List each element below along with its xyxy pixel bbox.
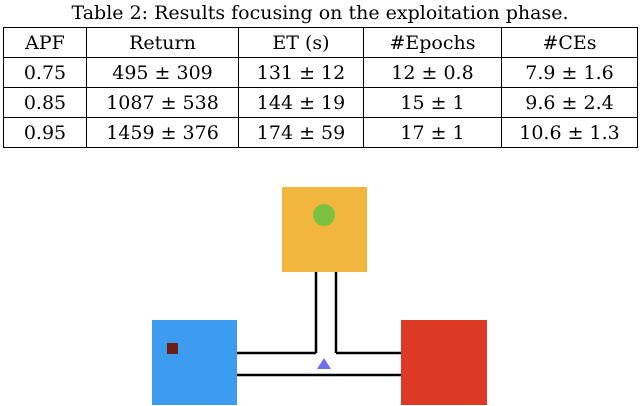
table-header-row: APF Return ET (s) #Epochs #CEs [3,27,638,58]
cell-et: 131 ± 12 [238,57,364,88]
cell-et: 144 ± 19 [238,87,364,118]
right-room [401,320,487,405]
cell-ces: 7.9 ± 1.6 [501,57,638,88]
cell-ces: 10.6 ± 1.3 [501,117,638,148]
cell-epochs: 12 ± 0.8 [363,57,502,88]
table-row: 0.85 1087 ± 538 144 ± 19 15 ± 1 9.6 ± 2.… [3,87,638,118]
table-caption: Table 2: Results focusing on the exploit… [71,2,569,24]
top-room [282,187,367,272]
cell-apf: 0.85 [3,87,87,118]
cell-et: 174 ± 59 [238,117,364,148]
cell-ces: 9.6 ± 2.4 [501,87,638,118]
key-square-icon [167,343,178,354]
left-room [152,320,237,405]
header-et: ET (s) [238,27,364,58]
cell-epochs: 15 ± 1 [363,87,502,118]
cell-epochs: 17 ± 1 [363,117,502,148]
corridors [237,271,401,377]
table-row: 0.75 495 ± 309 131 ± 12 12 ± 0.8 7.9 ± 1… [3,57,638,88]
header-apf: APF [3,27,87,58]
cell-apf: 0.95 [3,117,87,148]
results-table: APF Return ET (s) #Epochs #CEs 0.75 495 … [3,27,638,148]
cell-return: 495 ± 309 [86,57,239,88]
header-ces: #CEs [501,27,638,58]
header-return: Return [86,27,239,58]
cell-apf: 0.75 [3,57,87,88]
agent-triangle-icon [317,358,331,369]
table-row: 0.95 1459 ± 376 174 ± 59 17 ± 1 10.6 ± 1… [3,117,638,148]
cell-return: 1459 ± 376 [86,117,239,148]
goal-circle-icon [313,204,335,226]
cell-return: 1087 ± 538 [86,87,239,118]
header-epochs: #Epochs [363,27,502,58]
environment-figure [152,187,487,405]
